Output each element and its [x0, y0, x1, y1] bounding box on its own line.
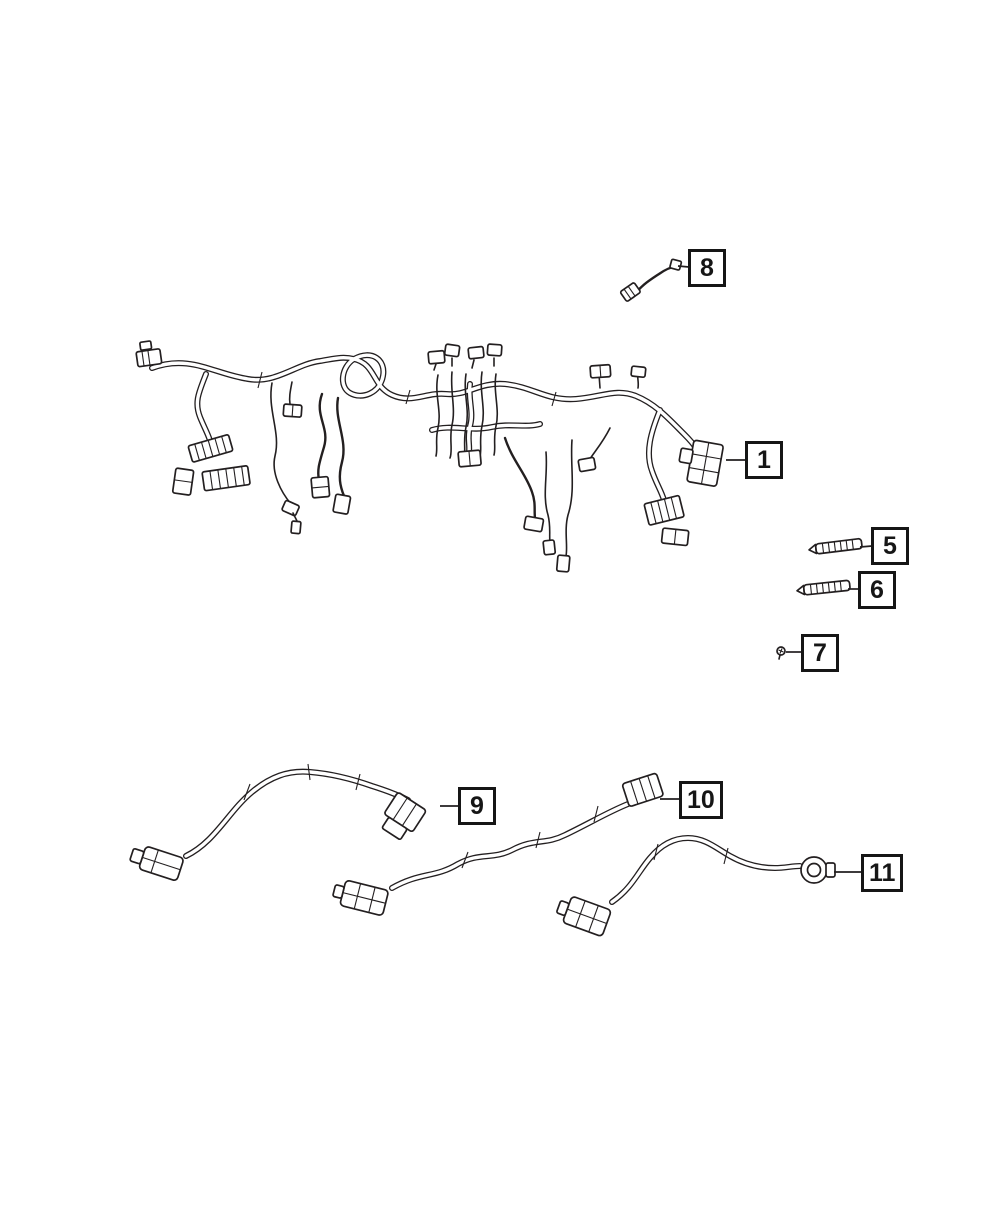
- callout-5-label: 5: [883, 531, 897, 560]
- callout-11-label: 11: [869, 858, 896, 887]
- callout-1[interactable]: 1: [745, 441, 783, 479]
- callout-6[interactable]: 6: [858, 571, 896, 609]
- callout-7-label: 7: [813, 638, 827, 667]
- jumper-harness-9-drawing: [129, 763, 427, 881]
- leader-line-8: [677, 265, 690, 268]
- callout-11[interactable]: 11: [861, 854, 904, 892]
- callout-9[interactable]: 9: [458, 787, 496, 825]
- callout-6-label: 6: [870, 575, 884, 604]
- jumper-harness-10-drawing: [332, 772, 664, 916]
- clip-5-drawing: [808, 537, 863, 555]
- callout-10[interactable]: 10: [679, 781, 723, 819]
- callout-8-label: 8: [700, 253, 714, 282]
- leader-line-5: [859, 545, 873, 548]
- callout-9-label: 9: [470, 791, 484, 820]
- callout-8[interactable]: 8: [688, 249, 726, 287]
- clip-6-drawing: [796, 579, 851, 596]
- jumper-wiring-8-drawing: [619, 258, 683, 302]
- main-harness-drawing: [135, 340, 724, 573]
- jumper-harness-11-drawing: [556, 838, 836, 937]
- callout-10-label: 10: [687, 785, 715, 814]
- callout-1-label: 1: [757, 445, 771, 474]
- callout-7[interactable]: 7: [801, 634, 839, 672]
- leader-lines: [440, 265, 873, 873]
- screw-7-drawing: [776, 646, 786, 660]
- callout-5[interactable]: 5: [871, 527, 909, 565]
